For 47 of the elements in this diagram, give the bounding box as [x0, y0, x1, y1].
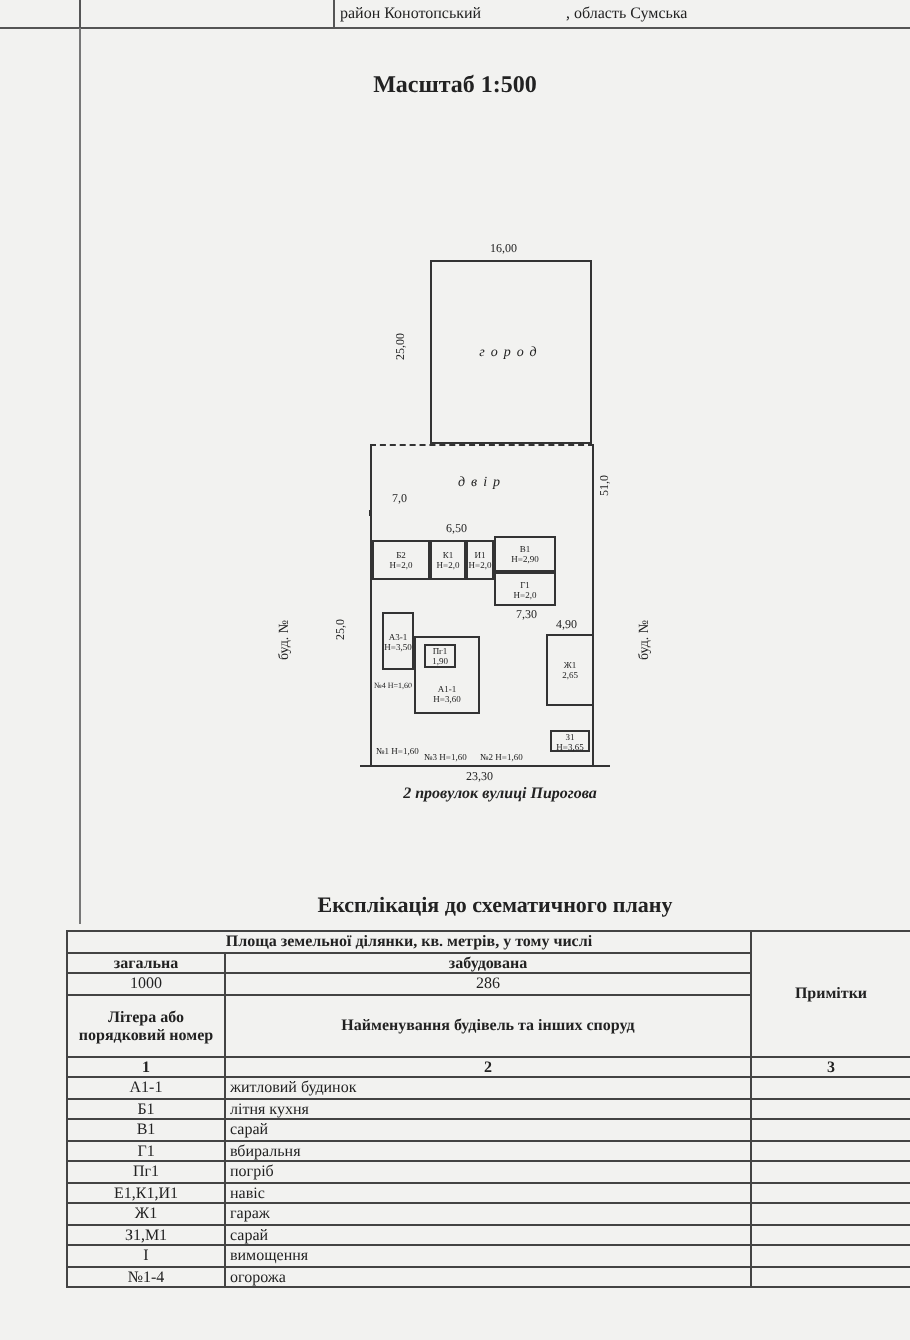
- table-cell: погріб: [225, 1161, 751, 1182]
- table-cell: загальна: [67, 952, 225, 973]
- table-title: Експлікація до схематичного плану: [315, 894, 675, 920]
- building-outline: [494, 536, 556, 572]
- table-cell: Б1: [67, 1098, 225, 1119]
- table-cell: 3: [751, 1056, 910, 1077]
- table-cell: 2: [225, 1056, 751, 1077]
- table-cell: сарай: [225, 1119, 751, 1140]
- table-cell: навіс: [225, 1182, 751, 1203]
- building-outline: [494, 572, 556, 606]
- garden-plot: [430, 260, 592, 444]
- building-outline: [466, 540, 494, 580]
- table-cell: І: [67, 1245, 225, 1266]
- table-cell: Е1,К1,И1: [67, 1182, 225, 1203]
- table-cell: Ж1: [67, 1203, 225, 1224]
- table-cell: З1,М1: [67, 1224, 225, 1245]
- building-outline: [372, 540, 430, 580]
- address-text: , область Сумська: [566, 4, 688, 22]
- table-cell: В1: [67, 1119, 225, 1140]
- table-cell: Г1: [67, 1140, 225, 1161]
- scale-title: Масштаб 1:500: [371, 70, 539, 98]
- table-cell: №1-4: [67, 1266, 225, 1287]
- building-outline: [546, 634, 594, 706]
- table-cell: А1-1: [67, 1077, 225, 1098]
- building-outline: [424, 644, 456, 668]
- table-cell: вбиральня: [225, 1140, 751, 1161]
- address-text: район Конотопський: [340, 4, 482, 22]
- table-cell: Примітки: [751, 931, 910, 1056]
- table-cell: 286: [225, 973, 751, 994]
- table-cell: гараж: [225, 1203, 751, 1224]
- table-cell: сарай: [225, 1224, 751, 1245]
- table-cell: огорожа: [225, 1266, 751, 1287]
- table-cell: вимощення: [225, 1245, 751, 1266]
- table-cell: 1: [67, 1056, 225, 1077]
- street-caption: 2 провулок вулиці Пирогова: [401, 784, 599, 804]
- building-outline: [550, 730, 590, 752]
- building-outline: [414, 636, 480, 714]
- building-outline: [430, 540, 466, 580]
- building-outline: [382, 612, 414, 670]
- table-cell: літня кухня: [225, 1098, 751, 1119]
- table-cell: 1000: [67, 973, 225, 994]
- table-cell: Пг1: [67, 1161, 225, 1182]
- table-cell: Площа земельної ділянки, кв. метрів, у тому числі: [67, 931, 751, 952]
- yard-plot: [370, 444, 594, 766]
- table-cell: Літера або порядковий номер: [67, 994, 225, 1056]
- table-cell: житловий будинок: [225, 1077, 751, 1098]
- table-cell: забудована: [225, 952, 751, 973]
